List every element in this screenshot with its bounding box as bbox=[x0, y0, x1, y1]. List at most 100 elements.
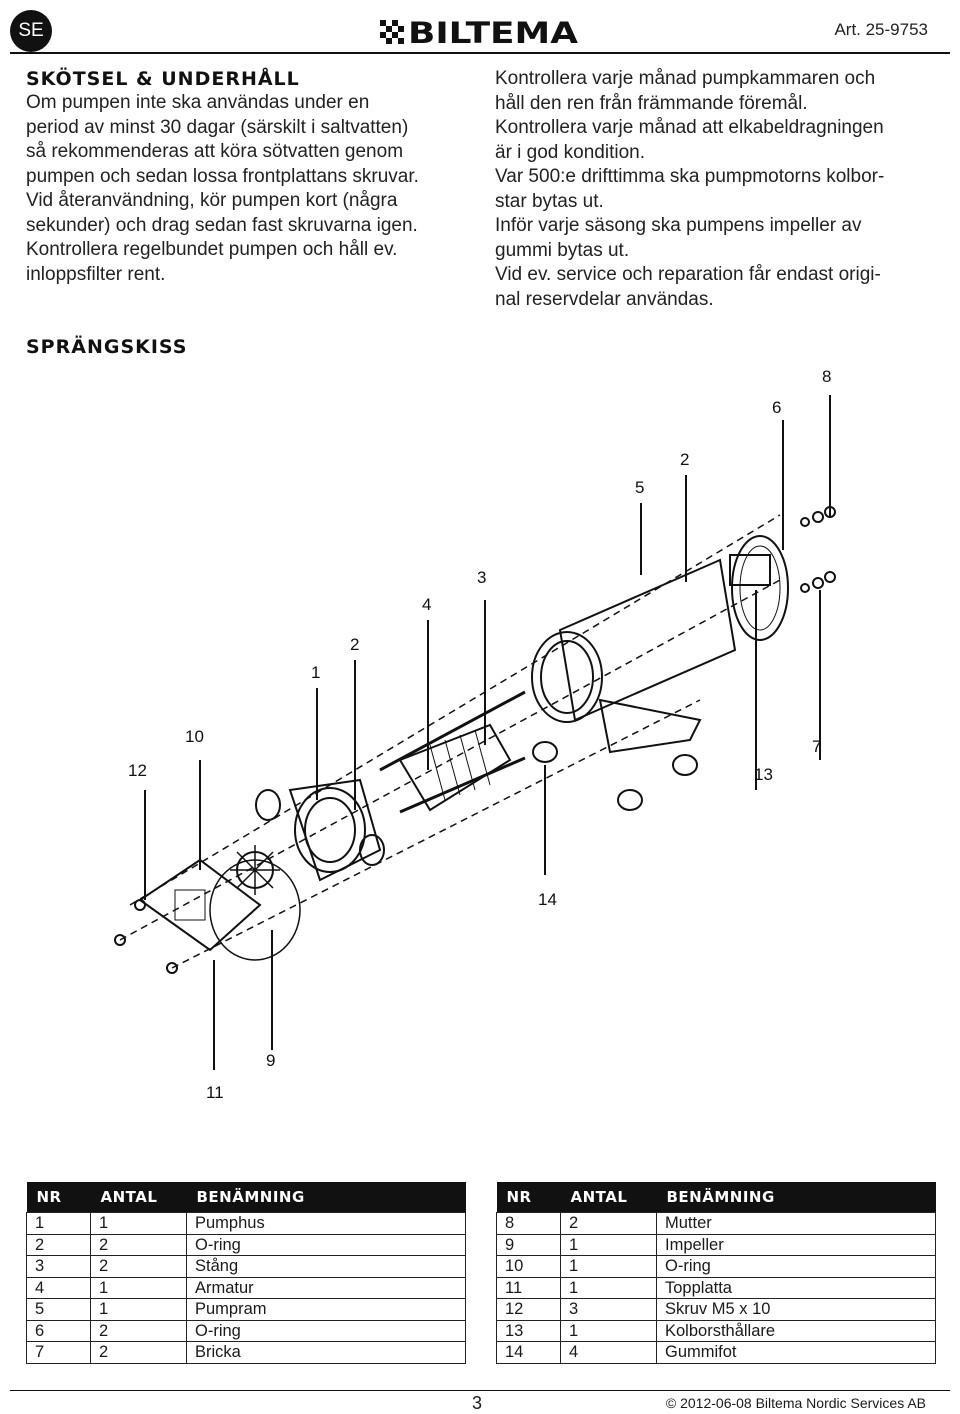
parts-table-right: NR ANTAL BENÄMNING 8 2 Mutter 9 1 Impell… bbox=[496, 1182, 936, 1364]
table-row: 2 2 O-ring bbox=[26, 1233, 466, 1256]
callout-label: 2 bbox=[680, 450, 689, 469]
cell-nr: 6 bbox=[26, 1319, 91, 1342]
text-line: period av minst 30 dagar (särskilt i sal… bbox=[26, 116, 409, 138]
callout-label: 12 bbox=[128, 761, 147, 780]
care-text-right: Kontrollera varje månad pumpkammaren och… bbox=[495, 67, 884, 312]
text-line: star bytas ut. bbox=[495, 190, 604, 212]
cell-name: Stång bbox=[186, 1255, 466, 1278]
table-row: 10 1 O-ring bbox=[496, 1255, 936, 1278]
care-text-left: Om pumpen inte ska användas under en per… bbox=[26, 91, 419, 287]
cell-qty: 2 bbox=[90, 1255, 187, 1278]
rod-upper bbox=[379, 690, 526, 772]
armature bbox=[398, 723, 512, 812]
cell-nr: 10 bbox=[496, 1255, 561, 1278]
pump-housing bbox=[288, 778, 382, 882]
cell-name: Mutter bbox=[656, 1212, 936, 1235]
screw bbox=[134, 899, 146, 911]
text-line: sekunder) och drag sedan fast skruvarna … bbox=[26, 214, 418, 236]
column-header: ANTAL bbox=[560, 1182, 657, 1213]
callout-label: 8 bbox=[822, 367, 831, 386]
text-line: Vid återanvändning, kör pumpen kort (någ… bbox=[26, 190, 398, 211]
cell-name: O-ring bbox=[186, 1319, 466, 1342]
table-row: 4 1 Armatur bbox=[26, 1276, 466, 1299]
cell-qty: 1 bbox=[90, 1212, 187, 1235]
page-number: 3 bbox=[472, 1393, 483, 1413]
callout-label: 11 bbox=[206, 1083, 224, 1102]
text-line: så rekommenderas att köra sötvatten geno… bbox=[26, 141, 404, 162]
exploded-view-diagram: 1 2 3 4 5 2 6 8 10 12 13 7 14 9 11 bbox=[114, 367, 836, 1102]
column-header: ANTAL bbox=[90, 1182, 187, 1213]
text-line: Kontrollera varje månad pumpkammaren och bbox=[495, 68, 876, 89]
header-rule bbox=[10, 52, 950, 54]
cell-nr: 7 bbox=[26, 1341, 91, 1364]
cell-nr: 1 bbox=[26, 1212, 91, 1235]
table-header-row: NR ANTAL BENÄMNING bbox=[496, 1182, 936, 1213]
text-line: inloppsfilter rent. bbox=[26, 263, 166, 285]
cell-name: Impeller bbox=[656, 1233, 936, 1256]
callout-label: 9 bbox=[266, 1051, 275, 1070]
table-row: 12 3 Skruv M5 x 10 bbox=[496, 1298, 936, 1321]
text-line: håll den ren från främmande föremål. bbox=[495, 92, 808, 114]
text-line: Inför varje säsong ska pumpens impeller … bbox=[495, 215, 862, 236]
text-line: gummi bytas ut. bbox=[495, 239, 630, 261]
text-line: är i god kondition. bbox=[495, 141, 645, 163]
callout-label: 4 bbox=[422, 595, 431, 614]
language-badge: SE bbox=[10, 10, 52, 52]
text-line: Om pumpen inte ska användas under en bbox=[26, 92, 370, 113]
table-header-row: NR ANTAL BENÄMNING bbox=[26, 1182, 466, 1213]
callout-label: 10 bbox=[185, 727, 204, 746]
cell-qty: 1 bbox=[90, 1298, 187, 1321]
cell-qty: 1 bbox=[90, 1276, 187, 1299]
cell-nr: 11 bbox=[496, 1276, 561, 1299]
cell-nr: 2 bbox=[26, 1233, 91, 1256]
table-row: 11 1 Topplatta bbox=[496, 1276, 936, 1299]
copyright-notice: © 2012-06-08 Biltema Nordic Services AB bbox=[665, 1395, 926, 1411]
care-title: SKÖTSEL & UNDERHÅLL bbox=[26, 68, 300, 90]
text-line: nal reservdelar användas. bbox=[495, 288, 714, 310]
cell-nr: 9 bbox=[496, 1233, 561, 1256]
table-row: 7 2 Bricka bbox=[26, 1341, 466, 1364]
column-header: BENÄMNING bbox=[186, 1182, 466, 1213]
cell-name: Pumphus bbox=[186, 1212, 466, 1235]
rubber-foot bbox=[532, 741, 558, 763]
text-line: pumpen och sedan lossa frontplattans skr… bbox=[26, 165, 419, 187]
cell-name: O-ring bbox=[656, 1255, 936, 1278]
cell-qty: 1 bbox=[560, 1276, 657, 1299]
rod-lower bbox=[399, 756, 526, 814]
parts-table-left: NR ANTAL BENÄMNING 1 1 Pumphus 2 2 O-rin… bbox=[26, 1182, 466, 1364]
cell-name: Armatur bbox=[186, 1276, 466, 1299]
column-header: NR bbox=[26, 1182, 91, 1213]
cell-nr: 5 bbox=[26, 1298, 91, 1321]
o-ring bbox=[209, 859, 301, 961]
column-header: BENÄMNING bbox=[656, 1182, 936, 1213]
cell-nr: 12 bbox=[496, 1298, 561, 1321]
callout-label: 7 bbox=[812, 737, 821, 756]
callout-label: 3 bbox=[477, 568, 486, 587]
leader-lines bbox=[144, 395, 831, 1070]
table-row: 6 2 O-ring bbox=[26, 1319, 466, 1342]
callout-label: 6 bbox=[772, 398, 781, 417]
cell-nr: 8 bbox=[496, 1212, 561, 1235]
cell-name: Skruv M5 x 10 bbox=[656, 1298, 936, 1321]
cell-qty: 3 bbox=[560, 1298, 657, 1321]
cell-qty: 2 bbox=[90, 1319, 187, 1342]
biltema-logo: BILTEMA bbox=[380, 16, 579, 46]
cell-nr: 13 bbox=[496, 1319, 561, 1342]
cell-nr: 14 bbox=[496, 1341, 561, 1364]
pump-frame-ring bbox=[731, 535, 789, 641]
cell-qty: 1 bbox=[560, 1233, 657, 1256]
diagram-title: SPRÄNGSKISS bbox=[26, 336, 188, 358]
brand-text: BILTEMA bbox=[408, 16, 579, 46]
washer bbox=[800, 517, 810, 527]
cell-qty: 2 bbox=[90, 1233, 187, 1256]
column-header: NR bbox=[496, 1182, 561, 1213]
article-number: Art. 25-9753 bbox=[834, 20, 928, 39]
table-row: 3 2 Stång bbox=[26, 1255, 466, 1278]
text-line: Kontrollera varje månad att elkabeldragn… bbox=[495, 117, 884, 138]
mounting-foot bbox=[598, 698, 702, 754]
cell-name: Gummifot bbox=[656, 1341, 936, 1364]
table-row: 9 1 Impeller bbox=[496, 1233, 936, 1256]
callout-label: 2 bbox=[350, 635, 359, 654]
text-line: Vid ev. service och reparation får endas… bbox=[495, 264, 881, 285]
table-row: 14 4 Gummifot bbox=[496, 1341, 936, 1364]
